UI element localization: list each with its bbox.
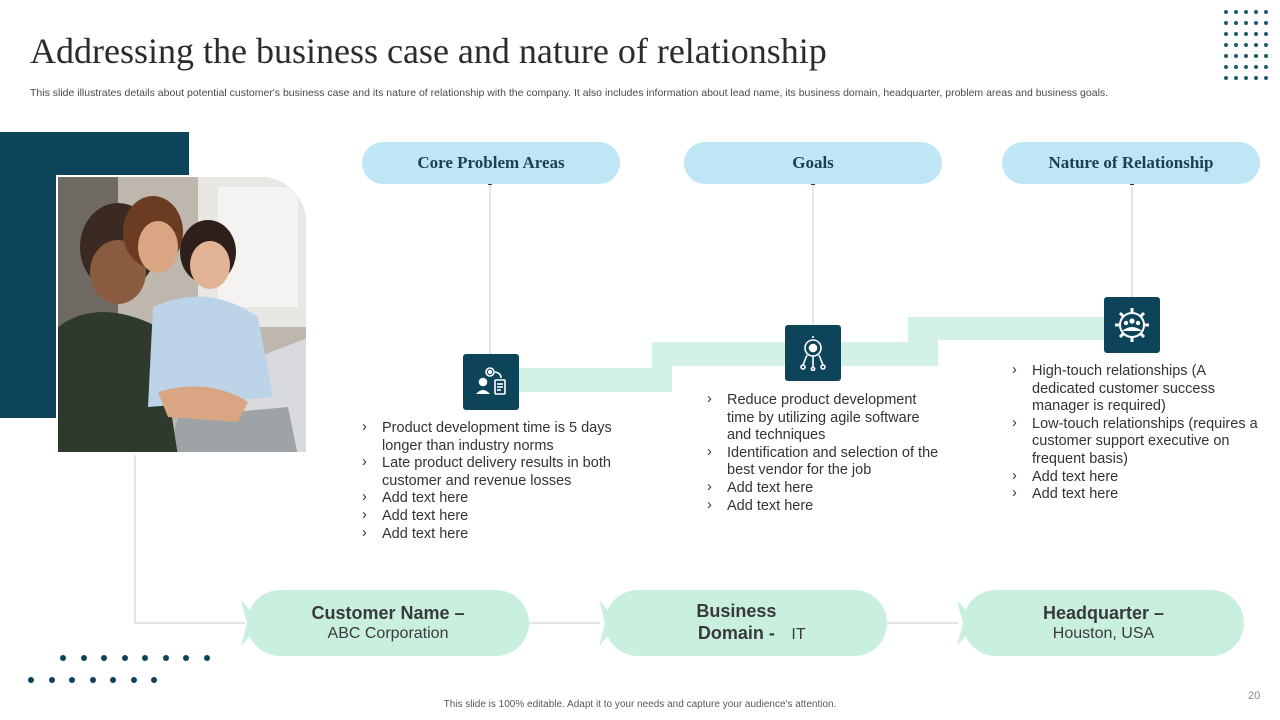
decorative-dot [1244, 10, 1248, 14]
decorative-dot [1244, 21, 1248, 25]
decorative-dot [130, 677, 137, 683]
decorative-dot [1264, 54, 1268, 58]
decorative-dot [28, 677, 34, 683]
slide-title: Addressing the business case and nature … [30, 31, 827, 71]
list-item: Add text here [1012, 468, 1274, 487]
headquarter-value: Houston, USA [1052, 625, 1155, 642]
relationship-list: High-touch relationships (A dedicated cu… [1012, 362, 1274, 504]
decorative-dot [1224, 76, 1228, 80]
header-core-problem-areas: Core Problem Areas [362, 142, 620, 184]
decorative-dot [1244, 76, 1248, 80]
decorative-dot [1264, 32, 1268, 36]
list-item: Late product delivery results in both cu… [362, 454, 612, 490]
decorative-dot [1254, 65, 1258, 69]
list-item: Product development time is 5 days longe… [362, 419, 637, 455]
decorative-dot [101, 655, 107, 661]
slide-subtitle: This slide illustrates details about pot… [30, 87, 1109, 99]
list-item: Low-touch relationships (requires a cust… [1012, 415, 1274, 469]
decorative-dot [162, 655, 169, 661]
business-domain-label: Business Domain - IT [686, 600, 805, 646]
list-item: Add text here [1012, 485, 1274, 504]
page-number: 20 [1248, 690, 1261, 702]
decorative-dot [1234, 10, 1238, 14]
decorative-dot [1234, 21, 1238, 25]
decorative-dot [183, 655, 189, 661]
decorative-dot [1264, 21, 1268, 25]
goals-list: Reduce product development time by utili… [707, 391, 947, 516]
decorative-dot [151, 677, 157, 683]
business-domain-label-text: Business Domain - [696, 601, 777, 643]
team-photo [56, 175, 308, 454]
customer-name-value: ABC Corporation [327, 625, 449, 642]
decorative-dot [1254, 32, 1258, 36]
decorative-dot [1254, 43, 1258, 47]
decorative-dot [1254, 21, 1258, 25]
list-item: Add text here [362, 525, 637, 544]
decorative-dot [1254, 76, 1258, 80]
decorative-dot [1224, 65, 1228, 69]
list-item: Add text here [707, 497, 947, 516]
decorative-dot [1234, 43, 1238, 47]
decorative-dot [121, 655, 128, 661]
decorative-dot [80, 655, 87, 661]
headquarter-card: Headquarter – Houston, USA [963, 590, 1244, 656]
decorative-dot [1264, 10, 1268, 14]
decorative-dot [1224, 10, 1228, 14]
decorative-dot [203, 655, 210, 661]
problem-areas-list: Product development time is 5 days longe… [362, 419, 637, 544]
list-item: High-touch relationships (A dedicated cu… [1012, 362, 1248, 416]
decorative-dot [1254, 54, 1258, 58]
decorative-dot [1244, 65, 1248, 69]
list-item: Add text here [362, 507, 637, 526]
list-item: Add text here [362, 489, 637, 508]
decorative-dot [69, 677, 75, 683]
decorative-dot-grid [1224, 10, 1274, 86]
decorative-dot [1244, 32, 1248, 36]
decorative-dot [1244, 54, 1248, 58]
list-item: Add text here [707, 479, 947, 498]
decorative-dot [1224, 21, 1228, 25]
list-item: Reduce product development time by utili… [707, 391, 947, 445]
business-domain-value: IT [791, 626, 806, 643]
customer-name-label: Customer Name – [311, 603, 465, 623]
footer-note: This slide is 100% editable. Adapt it to… [443, 699, 837, 710]
headquarter-label: Headquarter – [1042, 603, 1165, 623]
business-domain-card: Business Domain - IT [605, 590, 887, 656]
decorative-dot [1224, 54, 1228, 58]
decorative-dot [1234, 76, 1238, 80]
gear-team-icon [1104, 297, 1160, 353]
decorative-dot [1264, 43, 1268, 47]
decorative-dot [48, 677, 55, 683]
decorative-dot [1234, 32, 1238, 36]
decorative-dot [1264, 76, 1268, 80]
person-gear-document-icon [463, 354, 519, 410]
customer-name-card: Customer Name – ABC Corporation [247, 590, 529, 656]
header-goals: Goals [684, 142, 942, 184]
decorative-dot [142, 655, 148, 661]
decorative-dot [60, 655, 66, 661]
decorative-dot [1234, 54, 1238, 58]
target-network-icon [785, 325, 841, 381]
list-item: Identification and selection of the best… [707, 444, 947, 480]
decorative-dot [1264, 65, 1268, 69]
header-nature-of-relationship: Nature of Relationship [1002, 142, 1260, 184]
decorative-dot [110, 677, 116, 683]
decorative-dot [1234, 65, 1238, 69]
decorative-dot [1224, 32, 1228, 36]
decorative-dot [1244, 43, 1248, 47]
decorative-dot [1254, 10, 1258, 14]
decorative-dot [89, 677, 96, 683]
decorative-dot [1224, 43, 1228, 47]
